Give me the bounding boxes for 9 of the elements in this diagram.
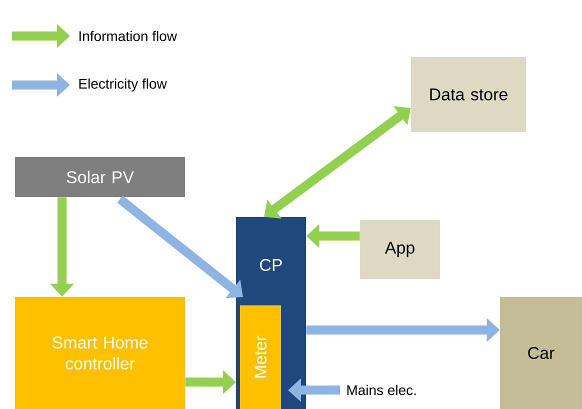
- controller-box: Smart Home controller: [15, 297, 185, 409]
- solar-pv-box: Solar PV: [15, 157, 185, 197]
- app-box: App: [360, 220, 440, 279]
- mains-label: Mains elec.: [347, 384, 416, 396]
- car-box: Car: [500, 297, 582, 409]
- legend-text: Electricity flow: [79, 78, 167, 92]
- meter-box: Meter: [240, 305, 281, 409]
- legend-text: Information flow: [80, 30, 178, 42]
- data-store-box: Data store: [411, 57, 526, 132]
